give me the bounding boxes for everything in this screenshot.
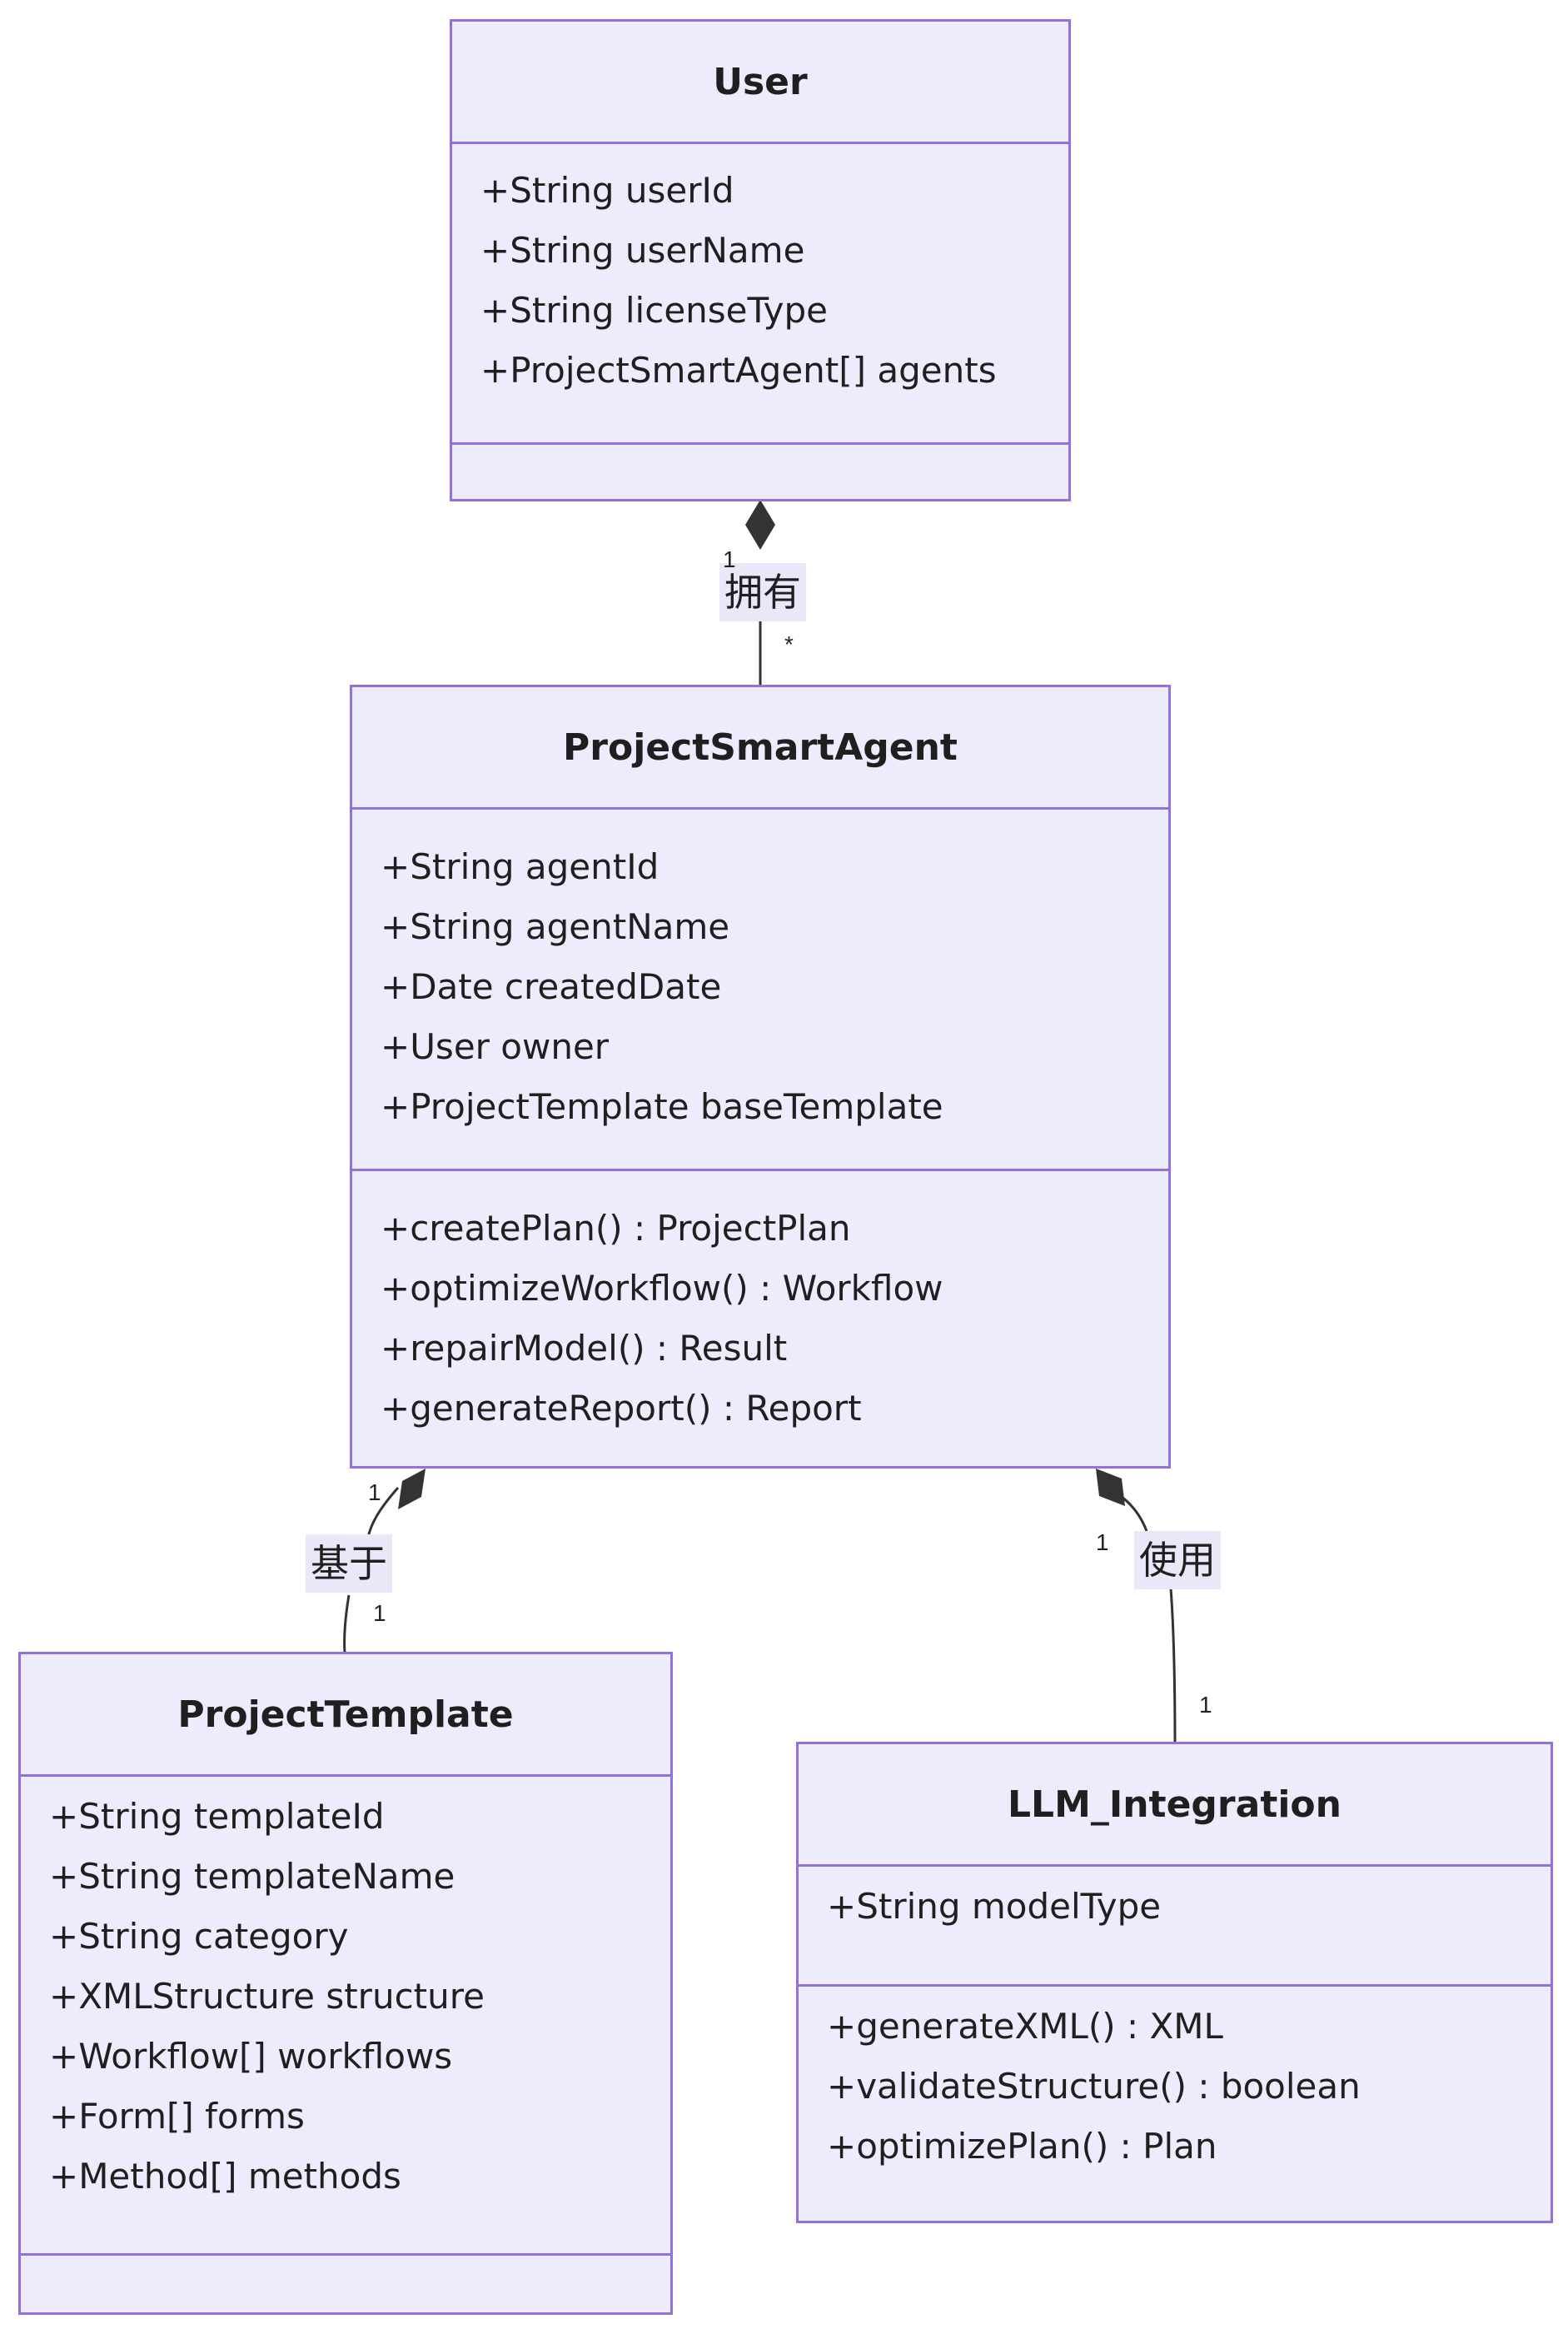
attribute: +String licenseType (480, 290, 828, 331)
attribute: +String templateName (49, 1856, 455, 1897)
edge-based-on (343, 1469, 426, 1654)
class-name: ProjectTemplate (177, 1693, 514, 1736)
attribute: +User owner (381, 1026, 610, 1067)
attribute: +String agentId (381, 846, 660, 887)
attribute-list: +String userId +String userName +String … (480, 161, 1060, 401)
attribute: +String category (49, 1916, 349, 1957)
attribute: +String userName (480, 230, 805, 271)
attribute: +String agentName (381, 906, 730, 947)
edge-uses (1096, 1469, 1177, 1746)
method: +generateReport() : Report (381, 1388, 862, 1429)
method: +optimizeWorkflow() : Workflow (381, 1268, 943, 1309)
edge-label-based-on: 基于 (306, 1534, 392, 1593)
method-list: +createPlan() : ProjectPlan +optimizeWor… (381, 1199, 1160, 1439)
multiplicity-uses-llm: 1 (1199, 1692, 1212, 1718)
multiplicity-based-on-template: 1 (373, 1600, 386, 1626)
class-name: LLM_Integration (1008, 1783, 1342, 1826)
class-name: User (713, 60, 808, 103)
multiplicity-owns-user: 1 (723, 546, 736, 572)
method: +generateXML() : XML (827, 2006, 1223, 2047)
class-user[interactable]: User +String userId +String userName +St… (450, 19, 1071, 501)
multiplicity-uses-agent: 1 (1096, 1529, 1109, 1555)
attribute-list: +String templateId +String templateName … (49, 1787, 662, 2207)
attribute-list: +String agentId +String agentName +Date … (381, 837, 1160, 1137)
divider (21, 1774, 670, 1777)
method: +createPlan() : ProjectPlan (381, 1208, 851, 1249)
divider (799, 1984, 1551, 1987)
method-list: +generateXML() : XML +validateStructure(… (827, 1997, 1542, 2177)
edge-label-uses: 使用 (1134, 1531, 1221, 1589)
divider (452, 142, 1068, 144)
attribute: +Form[] forms (49, 2096, 305, 2137)
divider (799, 1864, 1551, 1867)
multiplicity-owns-agent: * (784, 631, 794, 657)
composition-diamond (1096, 1469, 1125, 1506)
divider (452, 442, 1068, 445)
class-llm-integration[interactable]: LLM_Integration +String modelType +gener… (796, 1742, 1553, 2223)
attribute: +Workflow[] workflows (49, 2036, 453, 2077)
attribute: +String modelType (827, 1886, 1162, 1927)
attribute: +String templateId (49, 1796, 385, 1837)
composition-diamond (398, 1469, 426, 1509)
attribute: +Method[] methods (49, 2156, 401, 2197)
divider (352, 807, 1168, 810)
class-projectsmartagent[interactable]: ProjectSmartAgent +String agentId +Strin… (350, 685, 1171, 1469)
attribute: +XMLStructure structure (49, 1976, 485, 2017)
method: +validateStructure() : boolean (827, 2066, 1361, 2107)
class-projecttemplate[interactable]: ProjectTemplate +String templateId +Stri… (18, 1652, 673, 2315)
divider (21, 2253, 670, 2256)
composition-diamond (745, 500, 775, 550)
multiplicity-based-on-agent: 1 (368, 1479, 381, 1505)
divider (352, 1169, 1168, 1171)
edge-label-owns: 拥有 (719, 563, 806, 621)
attribute: +String userId (480, 170, 734, 211)
method: +repairModel() : Result (381, 1328, 788, 1369)
attribute: +ProjectSmartAgent[] agents (480, 350, 997, 391)
attribute: +ProjectTemplate baseTemplate (381, 1086, 943, 1127)
method: +optimizePlan() : Plan (827, 2126, 1217, 2167)
attribute: +Date createdDate (381, 966, 722, 1007)
attribute-list: +String modelType (827, 1877, 1542, 1937)
class-name: ProjectSmartAgent (563, 726, 958, 769)
